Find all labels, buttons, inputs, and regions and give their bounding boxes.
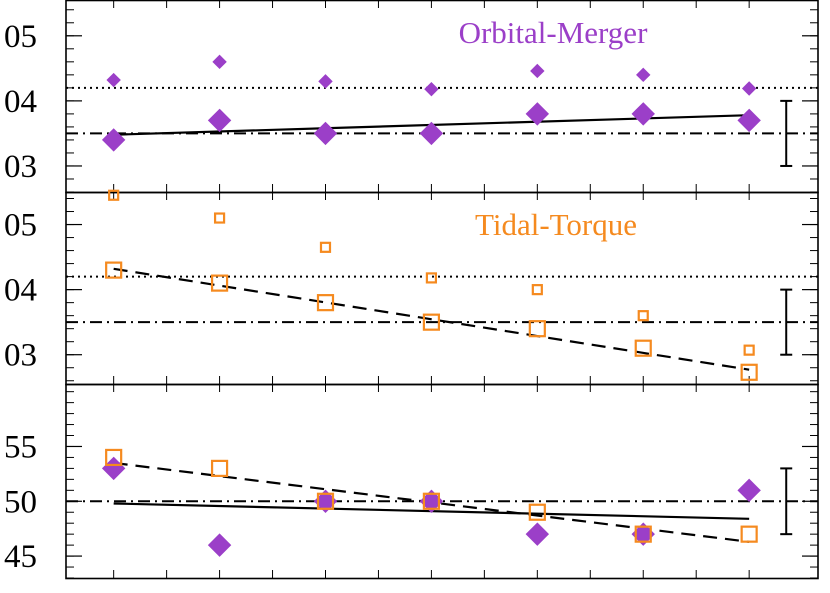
data-point-square xyxy=(634,525,652,543)
data-point-diamond xyxy=(424,81,439,97)
data-point-square xyxy=(108,189,120,201)
data-point-square xyxy=(425,272,438,284)
data-point-diamond xyxy=(741,81,757,96)
y-tick-label: 03 xyxy=(4,149,37,185)
data-point-square xyxy=(210,459,229,477)
data-point-diamond xyxy=(106,72,121,88)
data-point-diamond xyxy=(525,102,550,126)
y-tick-label: 03 xyxy=(4,338,37,374)
data-point-square xyxy=(105,261,123,279)
data-point-square xyxy=(531,284,543,296)
data-point-diamond xyxy=(525,522,550,546)
data-point-diamond xyxy=(631,102,655,126)
data-point-diamond xyxy=(737,108,761,133)
panel-frame xyxy=(65,191,819,386)
data-point-square xyxy=(319,241,332,253)
data-point-diamond xyxy=(212,54,227,70)
y-tick-label: 04 xyxy=(4,273,37,309)
panel-orbital-merger: 03 04 05 Orbital-Merger xyxy=(4,0,819,194)
data-point-diamond xyxy=(737,478,761,503)
y-tick-label: 05 xyxy=(4,19,37,55)
data-point-diamond xyxy=(318,74,333,89)
y-tick-label: 55 xyxy=(4,429,37,465)
panel-frame xyxy=(65,383,819,580)
data-point-square xyxy=(740,525,758,543)
fit-line-dashed xyxy=(113,267,750,371)
y-tick-label: 05 xyxy=(4,208,37,244)
panel-frame xyxy=(65,0,819,194)
data-point-square xyxy=(740,363,758,381)
data-point-square xyxy=(316,294,335,312)
panel-combined: 45 50 55 xyxy=(4,383,819,580)
data-point-square xyxy=(213,212,226,224)
data-point-square xyxy=(528,503,546,521)
data-point-square xyxy=(634,339,652,357)
data-point-diamond xyxy=(530,63,545,79)
y-tick-label: 50 xyxy=(4,484,37,520)
panel-tidal-torque: 03 04 05 Tidal-Torque xyxy=(4,189,819,386)
data-point-square xyxy=(210,274,229,292)
data-point-diamond xyxy=(636,67,651,83)
data-point-square xyxy=(637,310,649,322)
data-point-diamond xyxy=(101,128,126,152)
data-point-diamond xyxy=(207,108,232,133)
data-point-diamond xyxy=(313,121,338,146)
data-point-square xyxy=(422,492,441,510)
y-tick-label: 45 xyxy=(4,539,37,575)
data-point-square xyxy=(105,448,123,467)
data-point-square xyxy=(422,313,441,331)
data-point-diamond xyxy=(207,533,232,557)
data-point-square xyxy=(743,344,755,356)
data-point-square xyxy=(528,320,546,338)
data-point-diamond xyxy=(419,121,444,146)
panel-title: Tidal-Torque xyxy=(475,207,637,242)
panel-title: Orbital-Merger xyxy=(459,15,648,50)
y-tick-label: 04 xyxy=(4,84,37,120)
data-point-square xyxy=(316,492,335,510)
